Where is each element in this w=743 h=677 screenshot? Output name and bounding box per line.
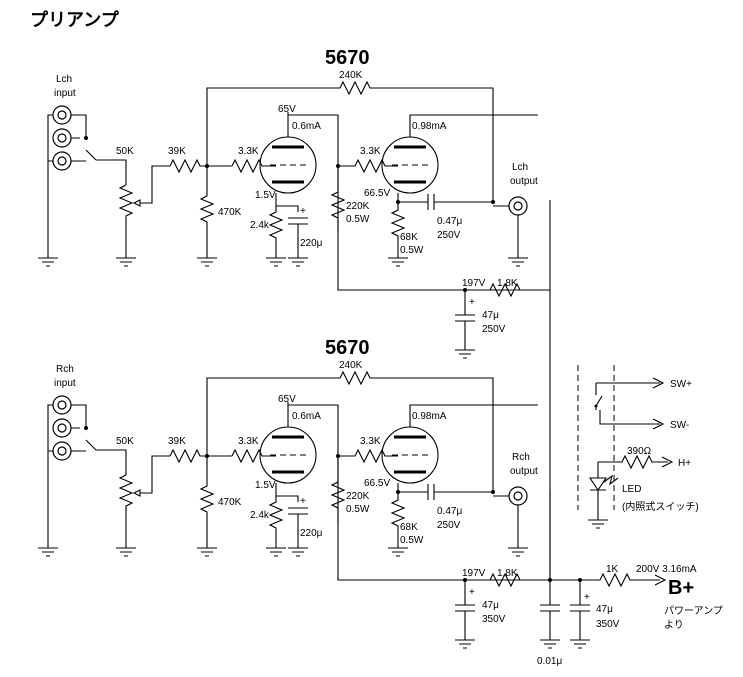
- cathode2-resistor-watt-right: 0.5W: [400, 535, 424, 546]
- led-note: (内照式スイッチ): [622, 500, 699, 513]
- cathode-cap-value-right: 220μ: [300, 528, 323, 539]
- output-label-left: Lch: [512, 162, 528, 173]
- cathode-voltage-left: 1.5V: [255, 190, 276, 201]
- b-supply-voltage-left: 197V: [462, 278, 486, 289]
- main-cap-plus: +: [584, 592, 590, 603]
- b-plus-label: B+: [668, 577, 694, 599]
- b-plus-note-2: より: [664, 619, 684, 631]
- plate-load-value-right: 220K: [346, 491, 370, 502]
- cap-plus-b-right: +: [469, 587, 475, 598]
- cathode2-voltage-right: 66.5V: [364, 478, 390, 489]
- b-cap-voltage-right: 350V: [482, 614, 506, 625]
- input-sub-label-right: input: [54, 378, 76, 389]
- cathode2-resistor-value-left: 68K: [400, 232, 418, 243]
- series-resistor-value: 1K: [606, 564, 619, 575]
- cathode-resistor-value-right: 2.4k: [250, 510, 270, 521]
- b-supply-voltage-right: 197V: [462, 568, 486, 579]
- tube-1-right: [259, 402, 317, 490]
- tube-2-right: [381, 404, 538, 484]
- plate-current-1-right: 0.6mA: [292, 411, 321, 422]
- output-cap-value-right: 0.47μ: [437, 506, 462, 517]
- grid-resistor-value-right: 3.3K: [238, 436, 259, 447]
- switch-neg-label: SW-: [670, 420, 689, 431]
- input-jacks-left[interactable]: [52, 105, 72, 171]
- led-label: LED: [622, 484, 641, 495]
- tube-2-left: [381, 114, 538, 194]
- interstage-resistor-value-right: 3.3K: [360, 436, 381, 447]
- output-jack-right[interactable]: [508, 486, 528, 506]
- feedback-resistor-value-left: 240K: [339, 70, 363, 81]
- cathode-resistor-value-left: 2.4k: [250, 220, 270, 231]
- page-title: プリアンプ: [30, 9, 120, 30]
- plate-voltage-left: 65V: [278, 104, 296, 115]
- power-section: 0.01μ + 47μ 350V 1K 200V 3.16mA B+ パワーアン…: [537, 290, 723, 667]
- cap-plus-b-left: +: [469, 297, 475, 308]
- grid-stopper-value-right: 39K: [168, 436, 186, 447]
- cathode-voltage-right: 1.5V: [255, 480, 276, 491]
- main-cap-value: 47μ: [596, 604, 613, 615]
- decoupling-resistor-value-right: 1.8K: [497, 568, 518, 579]
- plate-current-2-right: 0.98mA: [412, 411, 447, 422]
- main-cap-voltage: 350V: [596, 619, 620, 630]
- b-cap-value-left: 47μ: [482, 310, 499, 321]
- grid-leak-value-right: 470K: [218, 497, 242, 508]
- input-sub-label-left: input: [54, 88, 76, 99]
- tube-type-label-left: 5670: [325, 47, 370, 69]
- grid-resistor-value-left: 3.3K: [238, 146, 259, 157]
- cathode2-resistor-watt-left: 0.5W: [400, 245, 424, 256]
- output-cap-voltage-left: 250V: [437, 230, 461, 241]
- cathode2-voltage-left: 66.5V: [364, 188, 390, 199]
- plate-current-1-left: 0.6mA: [292, 121, 321, 132]
- left-channel-circuit: 5670 Lch input 50K 39K 470K 240K 3.3K: [38, 47, 551, 359]
- b-plus-note-1: パワーアンプ: [664, 605, 723, 617]
- switch-pos-label: SW+: [670, 379, 692, 390]
- grid-leak-value-left: 470K: [218, 207, 242, 218]
- cap-plus-left: +: [300, 206, 306, 217]
- output-cap-voltage-right: 250V: [437, 520, 461, 531]
- bypass-cap-value: 0.01μ: [537, 656, 562, 667]
- output-sub-label-left: output: [510, 176, 538, 187]
- plate-voltage-right: 65V: [278, 394, 296, 405]
- plate-current-2-left: 0.98mA: [412, 121, 447, 132]
- interstage-resistor-value-left: 3.3K: [360, 146, 381, 157]
- plate-load-value-left: 220K: [346, 201, 370, 212]
- output-jack-left[interactable]: [508, 196, 528, 216]
- b-cap-value-right: 47μ: [482, 600, 499, 611]
- feedback-resistor-value-right: 240K: [339, 360, 363, 371]
- heater-label: H+: [678, 458, 691, 469]
- led-resistor-value: 390Ω: [627, 446, 652, 457]
- cathode-cap-value-left: 220μ: [300, 238, 323, 249]
- output-label-right: Rch: [512, 452, 530, 463]
- tube-1-left: [259, 112, 317, 200]
- tube-type-label-right: 5670: [325, 337, 370, 359]
- supply-spec: 200V 3.16mA: [636, 564, 697, 575]
- output-cap-value-left: 0.47μ: [437, 216, 462, 227]
- plate-load-watt-right: 0.5W: [346, 504, 370, 515]
- volume-pot-value-right: 50K: [116, 436, 134, 447]
- b-cap-voltage-left: 250V: [482, 324, 506, 335]
- plate-load-watt-left: 0.5W: [346, 214, 370, 225]
- decoupling-resistor-value-left: 1.8K: [497, 278, 518, 289]
- input-label-right: Rch: [56, 364, 74, 375]
- grid-stopper-value-left: 39K: [168, 146, 186, 157]
- cap-plus-right: +: [300, 496, 306, 507]
- output-sub-label-right: output: [510, 466, 538, 477]
- right-channel-circuit: 5670 Rch input 50K 39K 470K 240K 3.3K: [38, 337, 551, 649]
- volume-pot-value-left: 50K: [116, 146, 134, 157]
- input-label-left: Lch: [56, 74, 72, 85]
- input-jacks-right[interactable]: [52, 395, 72, 461]
- cathode2-resistor-value-right: 68K: [400, 522, 418, 533]
